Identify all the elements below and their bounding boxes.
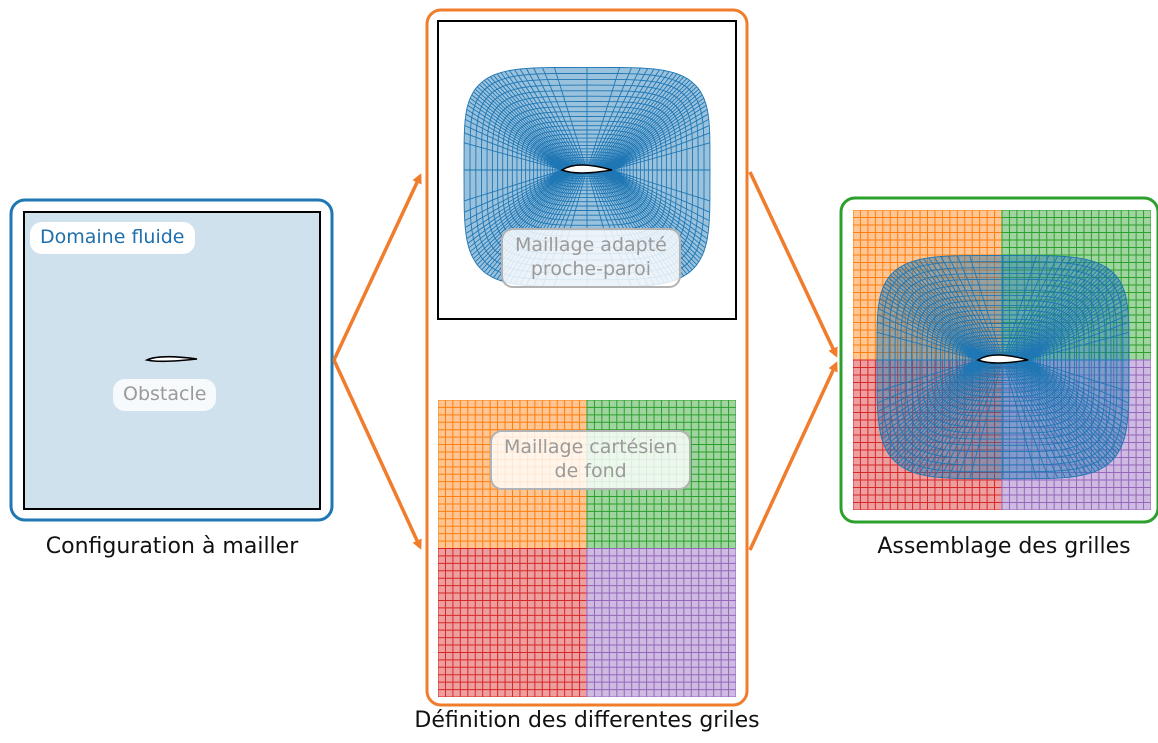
fluid-domain-panel: [9, 198, 334, 522]
quadrant-red-lines: [438, 548, 588, 697]
left-caption: Configuration à mailler: [45, 534, 299, 559]
arrows: [332, 171, 838, 551]
airfoil-icon: [560, 164, 613, 174]
assembled-near-wall-mesh: [876, 255, 1130, 480]
cartesian-label-line1: Maillage cartésien: [504, 436, 678, 458]
middle-caption: Définition des differentes griles: [414, 708, 760, 733]
arrow-icon: [332, 173, 422, 361]
arrow-icon: [748, 361, 838, 551]
arrow-icon: [332, 359, 422, 550]
quadrant-purple: [586, 548, 736, 697]
near-wall-mesh-label: Maillage adapté proche-paroi: [501, 228, 681, 288]
right-caption: Assemblage des grilles: [877, 534, 1131, 559]
fluid-domain-label: Domaine fluide: [30, 222, 195, 254]
near-wall-label-line2: proche-paroi: [530, 257, 651, 280]
quadrant-purple-lines: [586, 548, 736, 697]
quadrant-red: [438, 548, 588, 697]
obstacle-label: Obstacle: [113, 379, 217, 411]
airfoil-icon: [976, 354, 1029, 364]
near-wall-mesh-radial-lines: [876, 255, 1130, 479]
cartesian-label-line2: de fond: [554, 459, 627, 482]
assembled-grids-panel: [839, 196, 1158, 524]
cartesian-mesh-label: Maillage cartésien de fond: [490, 430, 692, 490]
near-wall-label-line1: Maillage adapté: [515, 234, 667, 256]
arrow-icon: [748, 171, 838, 358]
grids-definition-panel: [425, 8, 749, 707]
airfoil-icon: [144, 355, 198, 363]
